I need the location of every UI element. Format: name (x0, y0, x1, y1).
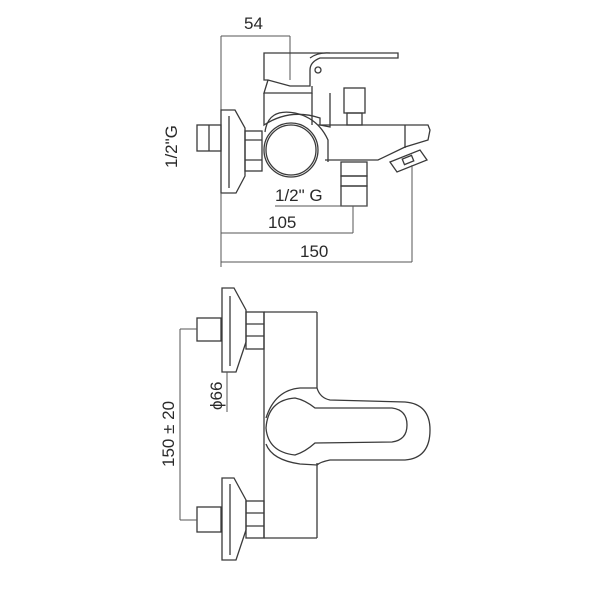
cartridge-housing (263, 111, 329, 178)
front-body (263, 311, 318, 539)
dimension-label-54: 54 (244, 14, 263, 33)
dimension-label-inlet-thread: 1/2"G (162, 125, 181, 168)
diverter-knob (343, 87, 366, 126)
side-view (196, 35, 431, 267)
dimension-54 (220, 35, 291, 110)
dimension-105 (220, 193, 354, 267)
dimension-label-150-plus-minus-20: 150 ± 20 (159, 400, 178, 467)
front-lever (265, 387, 431, 466)
dimension-label-diameter-66: ϕ66 (207, 381, 226, 410)
mixer-body (263, 93, 331, 128)
dimension-label-outlet-thread: 1/2" G (275, 186, 323, 205)
front-view (179, 287, 431, 561)
lower-inlet (196, 477, 265, 561)
upper-inlet (196, 287, 265, 373)
dimension-150 (221, 165, 413, 263)
lever-handle (263, 52, 399, 94)
inlet-escutcheon (196, 109, 263, 194)
outlet-fitting (275, 161, 368, 207)
dimension-label-150: 150 (300, 242, 329, 261)
dimension-150-20 (179, 328, 197, 521)
dimension-label-105: 105 (268, 213, 297, 232)
bath-spout (318, 124, 431, 173)
